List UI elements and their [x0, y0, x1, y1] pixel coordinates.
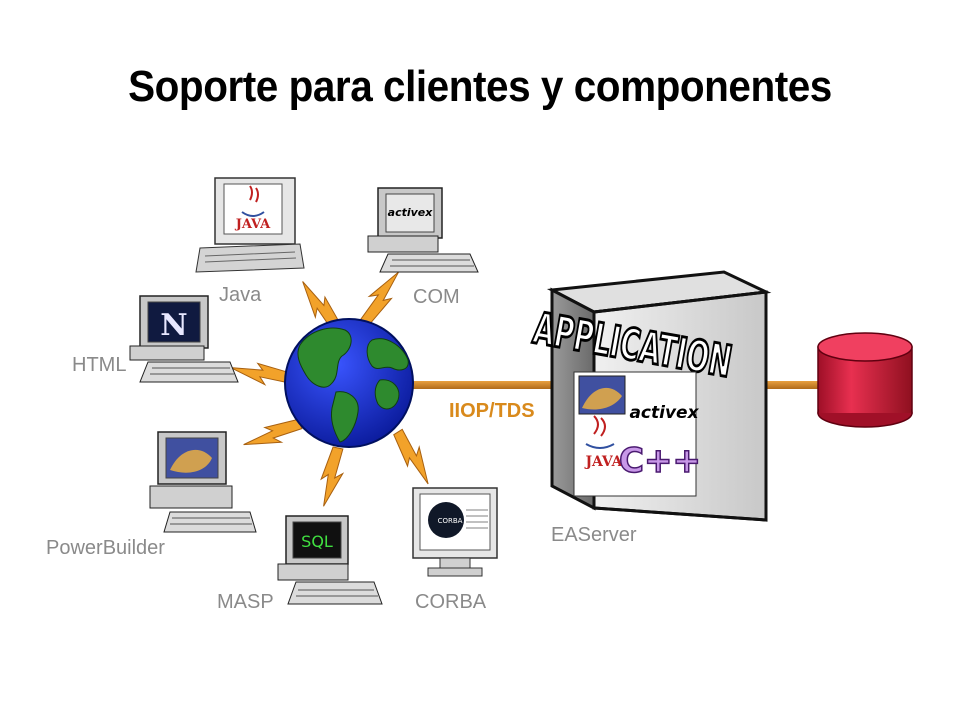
masp-client-computer: SQL: [277, 515, 383, 605]
java-server-logo-icon: JAVA: [583, 454, 623, 470]
corba-logo-icon: CORBA: [438, 517, 463, 525]
label-protocol: IIOP/TDS: [449, 400, 535, 422]
netscape-logo-icon: N: [160, 308, 187, 343]
lightning-bolt-html: [228, 359, 292, 389]
page-title: Soporte para clientes y componentes: [128, 62, 832, 111]
lightning-bolt-com: [356, 265, 406, 328]
database-connection-line: [765, 381, 820, 389]
corba-client-computer: CORBA: [412, 487, 498, 577]
label-html: HTML: [72, 354, 127, 376]
powerbuilder-client-computer: [149, 431, 257, 533]
label-easerver: EAServer: [551, 524, 637, 546]
label-powerbuilder: PowerBuilder: [46, 537, 165, 559]
label-corba: CORBA: [415, 591, 487, 613]
lightning-bolt-powerbuilder: [240, 414, 305, 457]
sql-logo-icon: SQL: [301, 532, 333, 551]
com-client-computer: activex: [367, 187, 479, 273]
cpp-logo-icon: C++: [619, 441, 701, 481]
database-icon: [817, 332, 913, 428]
activex-server-logo-icon: activex: [629, 403, 699, 423]
iiop-connection-line: [410, 381, 555, 389]
html-client-computer: N: [129, 295, 239, 383]
globe-icon: [284, 318, 414, 448]
label-java: Java: [219, 284, 262, 306]
lightning-bolt-corba: [389, 426, 439, 489]
lightning-bolt-masp: [315, 445, 349, 510]
activex-logo-icon: activex: [388, 206, 434, 219]
java-logo-icon: JAVA: [235, 217, 271, 232]
label-com: COM: [413, 286, 460, 308]
easerver-box: APPLICATION activex JAVA C++: [528, 270, 772, 522]
label-masp: MASP: [217, 591, 274, 613]
java-client-computer: JAVA: [195, 177, 305, 273]
